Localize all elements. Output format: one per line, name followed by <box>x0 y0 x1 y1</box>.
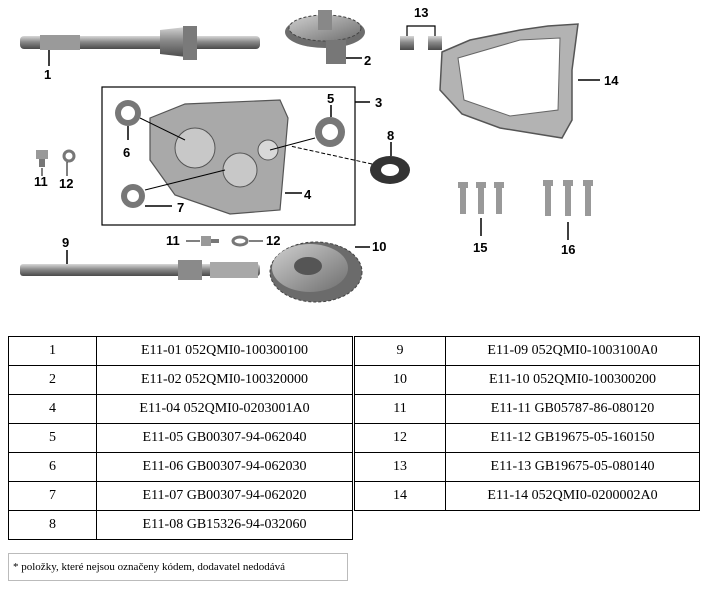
callout-16: 16 <box>561 242 576 257</box>
callout-1: 1 <box>44 67 52 82</box>
part-code: E11-14 052QMI0-0200002A0 <box>445 481 700 511</box>
main-shaft-part-9 <box>20 250 260 280</box>
callout-4: 4 <box>304 187 312 202</box>
bearing-part-7 <box>121 169 226 208</box>
callout-10: 10 <box>372 239 387 254</box>
diagram-drawing <box>20 10 600 303</box>
bearing-part-6 <box>115 100 186 141</box>
bolt-washer-upper <box>36 149 76 176</box>
callout-7: 7 <box>177 200 185 215</box>
part-number: 2 <box>8 365 97 395</box>
part-number: 6 <box>8 452 97 482</box>
callout-12-lower: 12 <box>266 233 281 248</box>
callout-14: 14 <box>604 73 619 88</box>
bolt-washer-lower <box>186 235 263 247</box>
part-code: E11-09 052QMI0-1003100A0 <box>445 336 700 366</box>
callout-8: 8 <box>387 128 395 143</box>
case-group-frame <box>101 86 356 226</box>
gasket-part-14 <box>439 23 600 139</box>
part-number: 1 <box>8 336 97 366</box>
callout-11-upper: 11 <box>34 174 48 189</box>
bearing-part-5 <box>269 105 345 151</box>
part-code: E11-01 052QMI0-100300100 <box>96 336 353 366</box>
part-code: E11-06 GB00307-94-062030 <box>96 452 353 482</box>
part-number: 13 <box>354 452 446 482</box>
part-code: E11-05 GB00307-94-062040 <box>96 423 353 453</box>
callout-11-lower: 11 <box>166 233 180 248</box>
exploded-parts-diagram: 1 2 3 4 5 6 7 8 9 10 11 12 11 12 13 14 1… <box>20 5 619 303</box>
callout-6: 6 <box>123 145 131 160</box>
bushings-part-13 <box>400 25 442 50</box>
part-number: 14 <box>354 481 446 511</box>
part-code: E11-02 052QMI0-100320000 <box>96 365 353 395</box>
part-number: 8 <box>8 510 97 540</box>
part-code: E11-11 GB05787-86-080120 <box>445 394 700 424</box>
case-part-4 <box>149 99 302 215</box>
gear-part-10 <box>269 241 370 303</box>
part-code: E11-08 GB15326-94-032060 <box>96 510 353 540</box>
bolts-part-16 <box>543 180 593 240</box>
shaft-part-1 <box>20 26 260 66</box>
part-number: 10 <box>354 365 446 395</box>
part-code: E11-04 052QMI0-0203001A0 <box>96 394 353 424</box>
gear-part-2 <box>285 10 365 64</box>
callout-3: 3 <box>375 95 383 110</box>
callout-15: 15 <box>473 240 488 255</box>
part-number: 5 <box>8 423 97 453</box>
part-code: E11-12 GB19675-05-160150 <box>445 423 700 453</box>
part-number: 4 <box>8 394 97 424</box>
footnote: * položky, které nejsou označeny kódem, … <box>8 553 348 581</box>
callout-5: 5 <box>327 91 335 106</box>
part-number: 7 <box>8 481 97 511</box>
part-code: E11-10 052QMI0-100300200 <box>445 365 700 395</box>
part-code: E11-13 GB19675-05-080140 <box>445 452 700 482</box>
oil-seal-part-8 <box>289 142 410 184</box>
callout-2: 2 <box>364 53 372 68</box>
part-number: 9 <box>354 336 446 366</box>
part-number: 11 <box>354 394 446 424</box>
part-number: 12 <box>354 423 446 453</box>
bolts-part-15 <box>458 182 504 236</box>
callout-12-upper: 12 <box>59 176 74 191</box>
part-code: E11-07 GB00307-94-062020 <box>96 481 353 511</box>
callout-9: 9 <box>62 235 70 250</box>
callout-13: 13 <box>414 5 429 20</box>
